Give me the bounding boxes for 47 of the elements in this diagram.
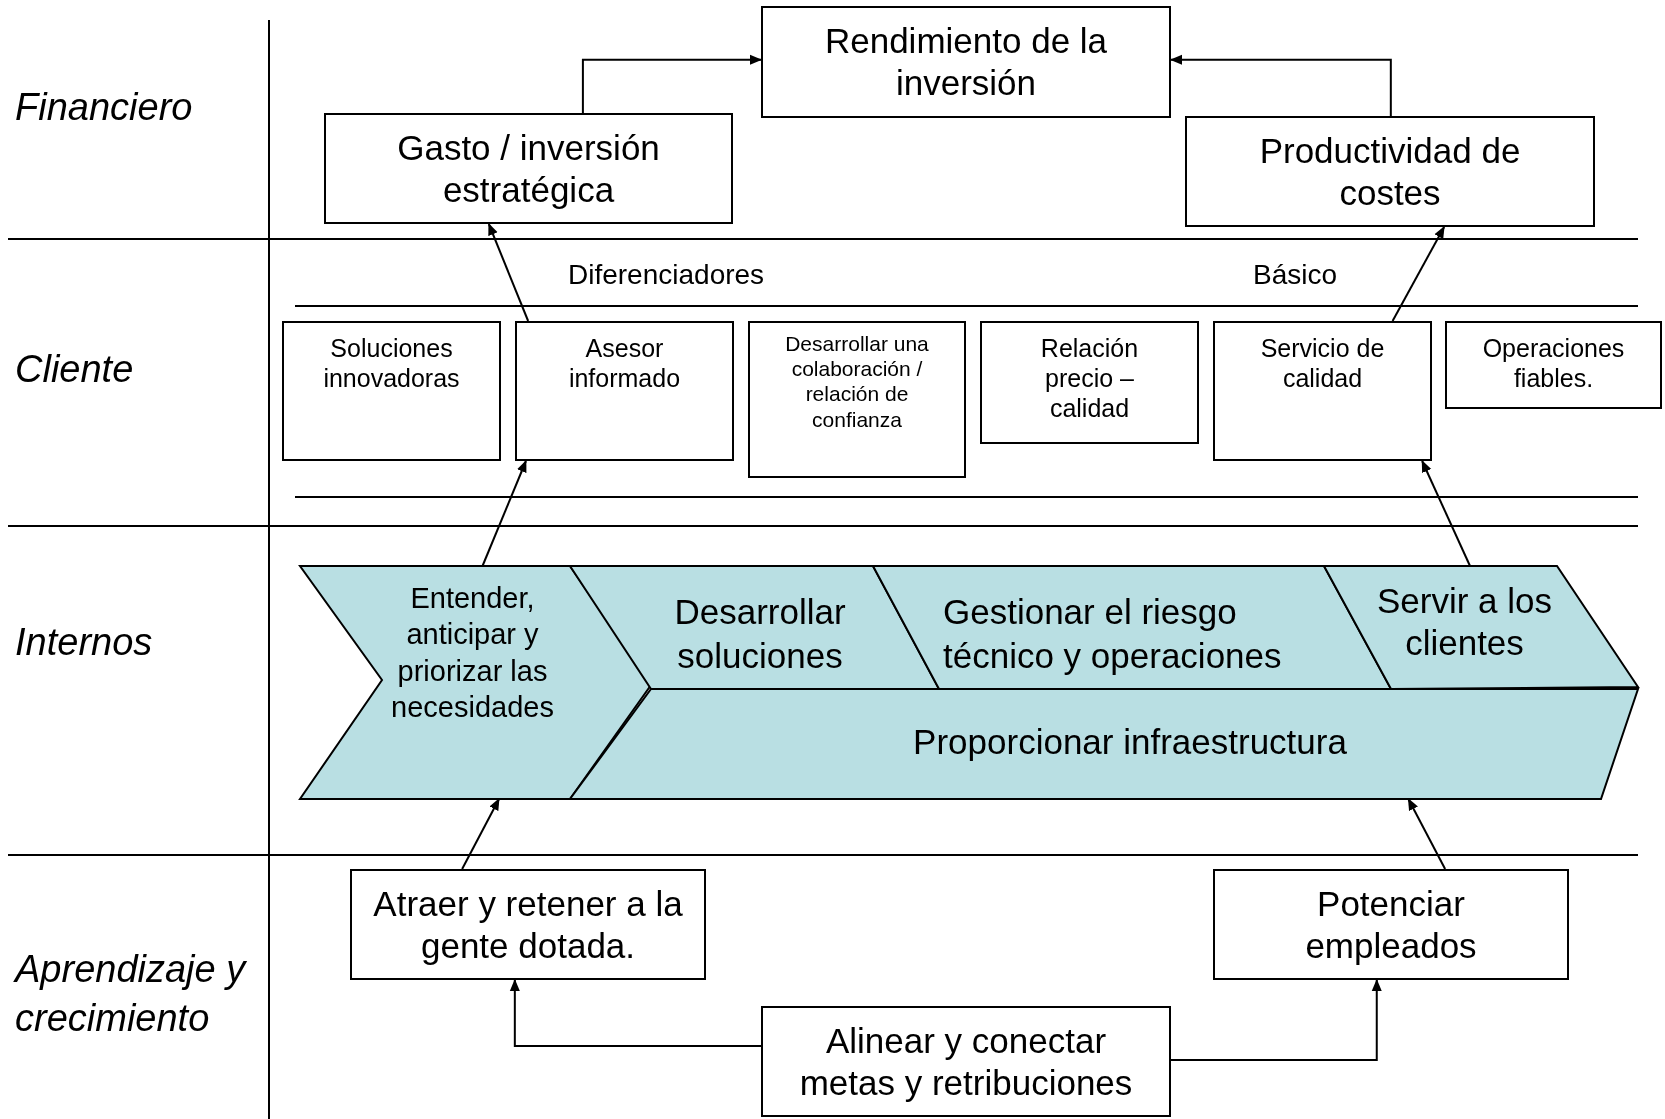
arrow	[487, 223, 530, 322]
box-label: Operaciones fiables.	[1481, 333, 1626, 393]
box-label: Alinear y conectar metas y retribuciones	[798, 1019, 1134, 1104]
box-label: Productividad de costes	[1258, 129, 1522, 214]
row-heading: Internos	[15, 620, 153, 665]
process-box	[350, 869, 706, 980]
process-box	[748, 321, 966, 478]
step-label: Servir a los clientes	[1375, 580, 1554, 664]
chevron-shape	[300, 566, 651, 799]
arrow	[509, 979, 762, 1047]
row-heading: Financiero	[15, 85, 193, 130]
process-box	[282, 321, 501, 461]
box-label: Relación precio – calidad	[1039, 333, 1140, 423]
process-box	[324, 113, 733, 224]
process-box	[1213, 321, 1432, 461]
chevron-shape	[1324, 566, 1638, 689]
arrow	[1407, 798, 1447, 870]
step-label: Entender, anticipar y priorizar las necesidades	[390, 581, 555, 725]
arrow	[1421, 460, 1471, 567]
box-label: Atraer y retener a la gente dotada.	[372, 882, 684, 967]
row-heading: Cliente	[15, 347, 134, 392]
process-box	[980, 321, 1199, 444]
process-box	[1445, 321, 1662, 409]
group-heading: Diferenciadores	[568, 259, 765, 291]
process-box	[1213, 869, 1569, 980]
step-label: Desarrollar soluciones	[673, 591, 847, 677]
group-heading: Básico	[1253, 259, 1338, 291]
box-label: Servicio de calidad	[1259, 333, 1386, 393]
step-label: Gestionar el riesgo técnico y operaciones	[943, 591, 1283, 677]
process-box	[1185, 116, 1595, 227]
row-heading: Aprendizaje y crecimiento	[15, 947, 248, 1042]
box-label: Gasto / inversión estratégica	[396, 126, 661, 211]
box-label: Rendimiento de la inversión	[823, 20, 1109, 104]
arrow	[1170, 979, 1382, 1061]
box-label: Soluciones innovadoras	[322, 333, 461, 393]
arrow	[1170, 54, 1392, 117]
arrow	[1391, 226, 1446, 322]
box-label: Potenciar empleados	[1304, 882, 1478, 967]
process-box	[761, 6, 1171, 118]
arrow	[461, 798, 500, 870]
step-label: Proporcionar infraestructura	[912, 721, 1348, 763]
box-label: Desarrollar una colaboración / relación de confianza	[784, 331, 930, 432]
process-box	[515, 321, 734, 461]
arrow	[481, 460, 527, 567]
process-box	[761, 1006, 1171, 1117]
arrow	[581, 54, 762, 114]
box-label: Asesor informado	[567, 333, 682, 393]
